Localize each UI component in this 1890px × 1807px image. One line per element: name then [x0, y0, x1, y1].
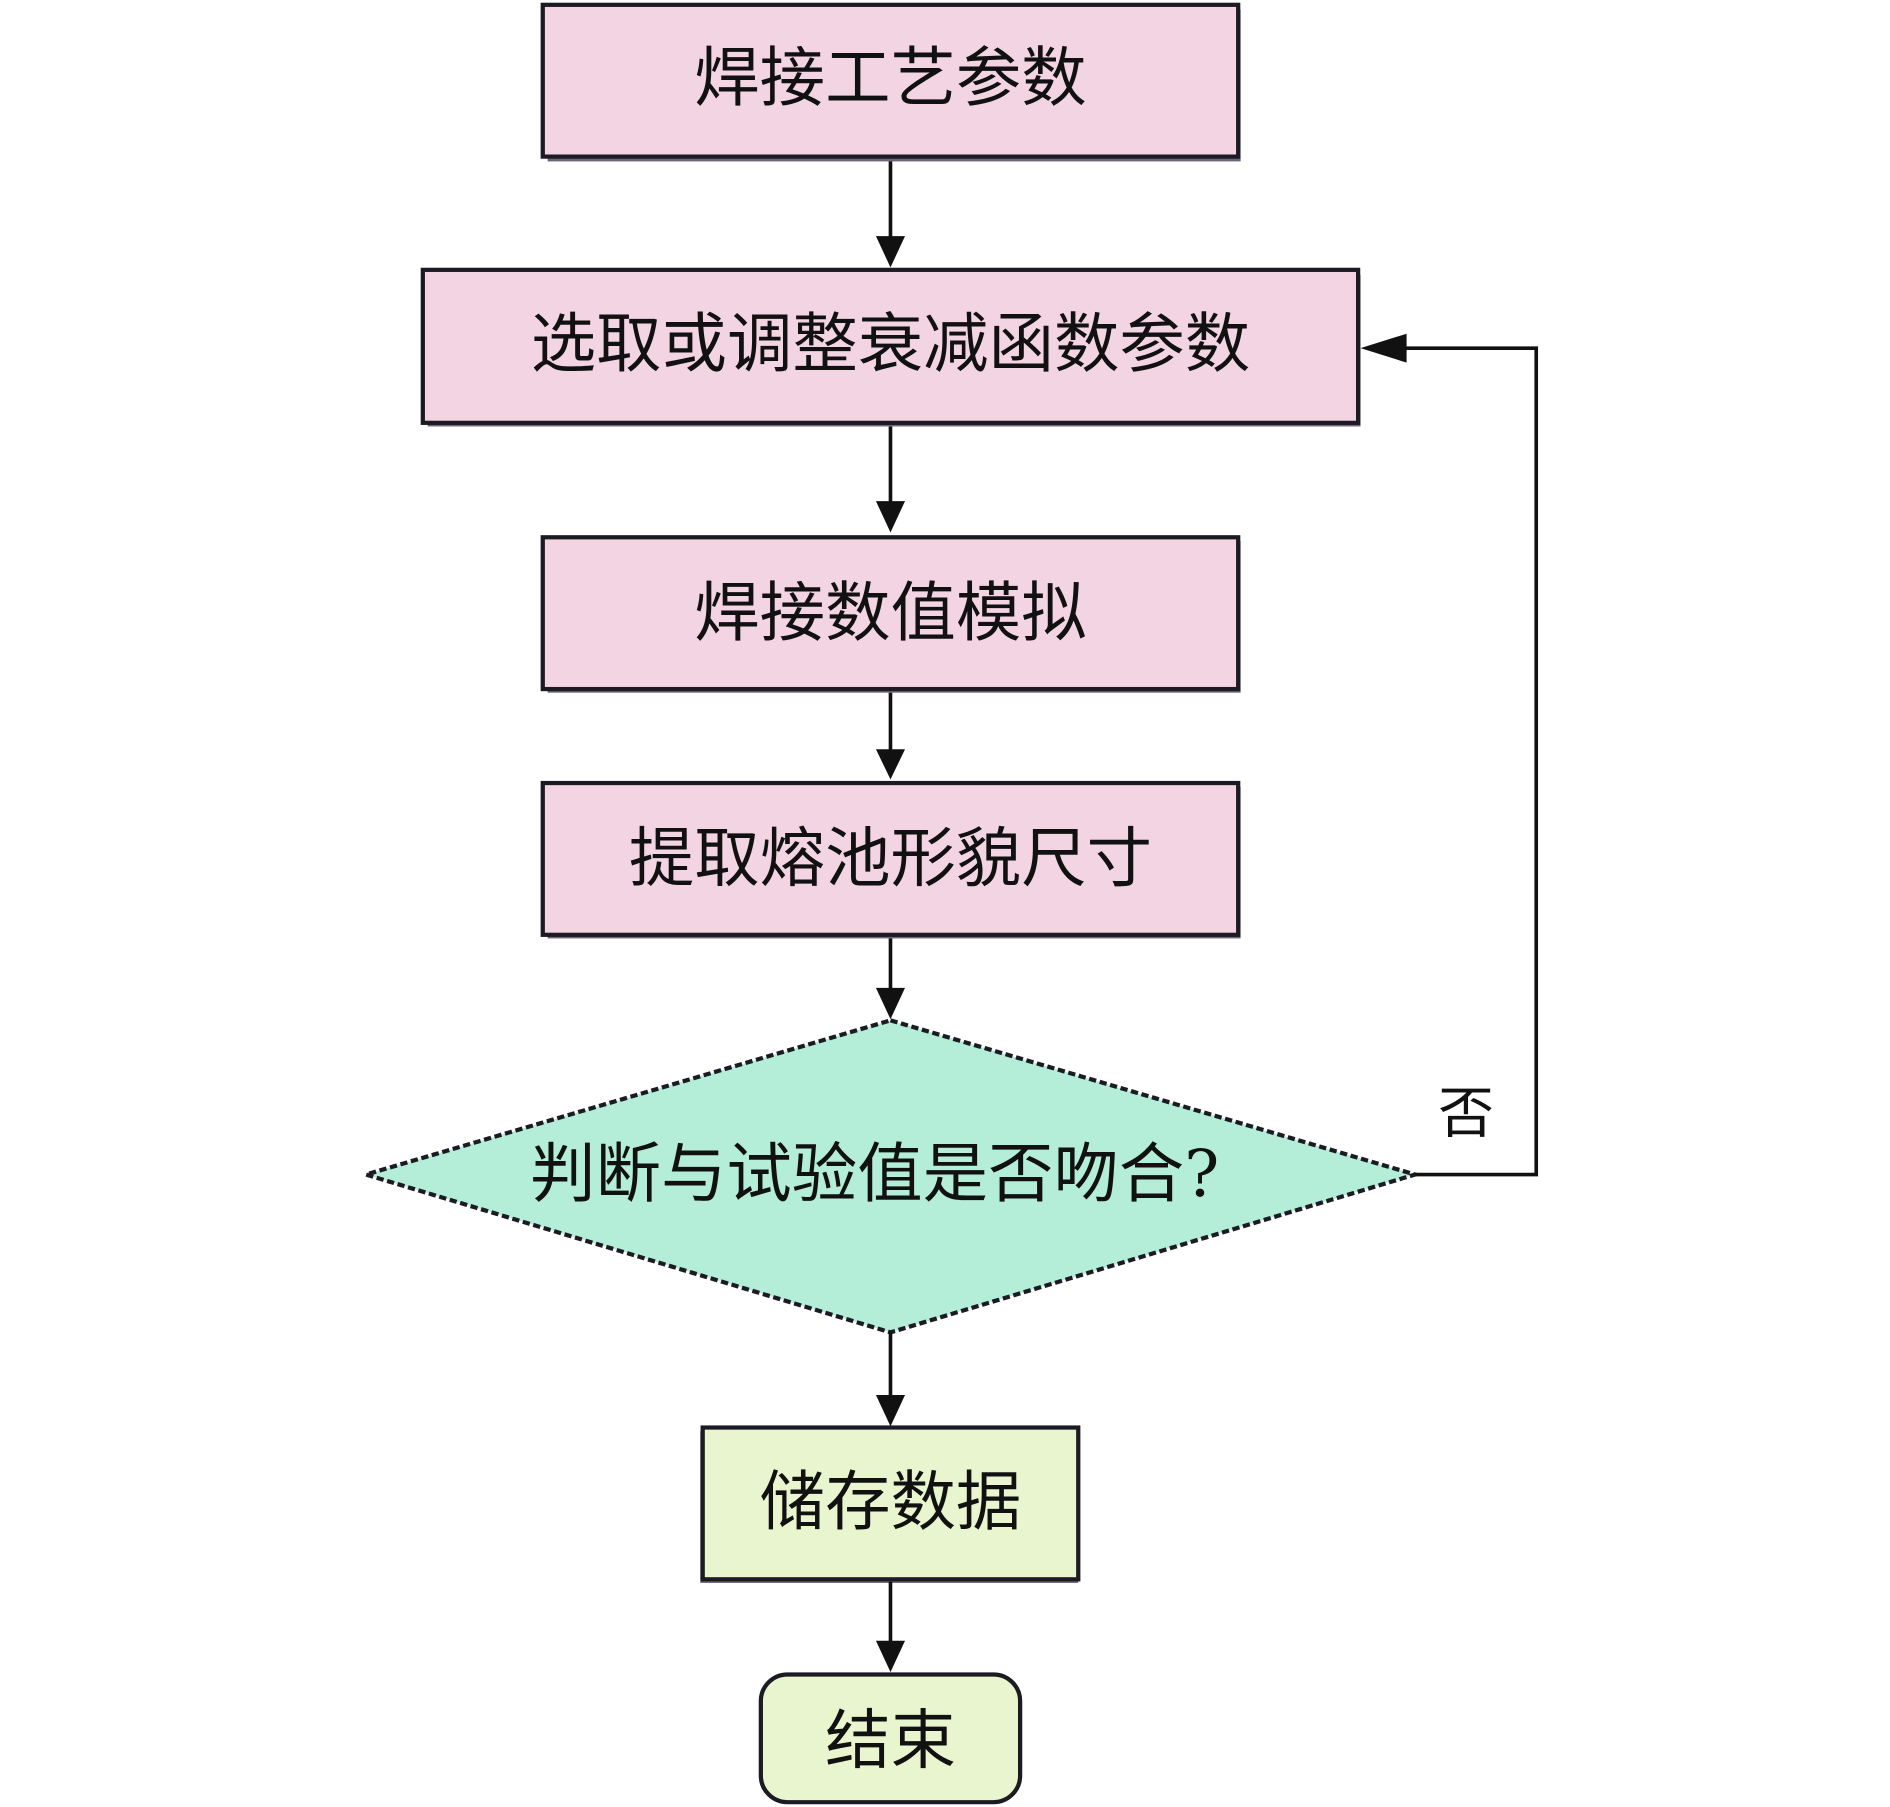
node-store-data: 储存数据: [700, 1425, 1081, 1583]
edge-label-no: 否: [1438, 1082, 1494, 1147]
node-label: 判断与试验值是否吻合?: [530, 1136, 1219, 1212]
node-decision: 判断与试验值是否吻合?: [358, 1018, 1423, 1335]
terminal-box: [758, 1672, 1023, 1805]
process-box: [540, 780, 1241, 937]
node-label: 焊接工艺参数: [694, 40, 1086, 116]
arrowhead-icon: [875, 501, 906, 533]
arrowhead-icon: [875, 1395, 906, 1427]
node-label: 提取熔池形貌尺寸: [629, 821, 1152, 897]
node-select-decay-params: 选取或调整衰减函数参数: [420, 267, 1361, 427]
arrowhead-icon: [875, 987, 906, 1020]
process-box: [540, 2, 1241, 159]
node-label: 结束: [825, 1703, 956, 1779]
node-welding-params: 焊接工艺参数: [540, 2, 1241, 162]
node-end: 结束: [758, 1672, 1023, 1805]
node-extract-pool-size: 提取熔池形貌尺寸: [540, 780, 1241, 939]
arrowhead-icon: [875, 749, 906, 780]
arrowhead-icon: [1360, 333, 1407, 363]
arrowhead-icon: [875, 1640, 906, 1673]
node-label: 选取或调整衰减函数参数: [531, 306, 1250, 382]
node-label: 焊接数值模拟: [694, 575, 1086, 651]
node-label: 储存数据: [760, 1464, 1022, 1540]
process-box: [420, 267, 1361, 425]
process-box: [540, 535, 1241, 692]
node-welding-simulation: 焊接数值模拟: [540, 535, 1241, 693]
loop-back-line: [1388, 346, 1539, 1177]
process-box: [700, 1425, 1081, 1582]
arrowhead-icon: [875, 236, 906, 268]
